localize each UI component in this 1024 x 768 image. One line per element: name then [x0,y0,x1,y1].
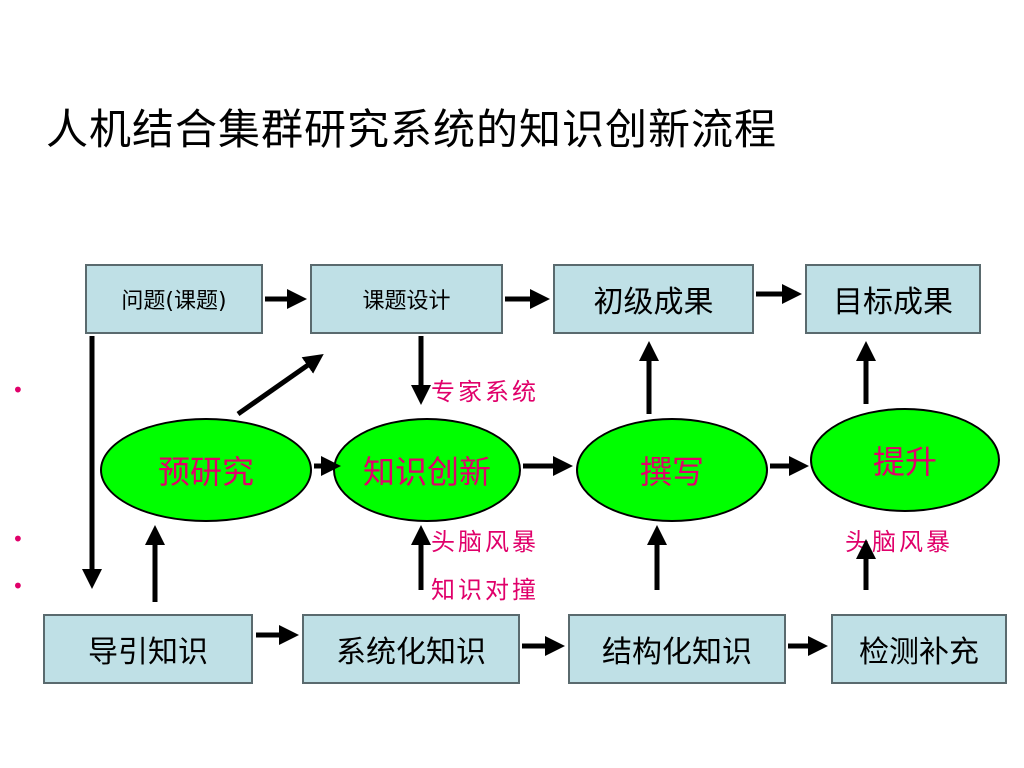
box-structured-knowledge: 结构化知识 [568,614,786,684]
page-title: 人机结合集群研究系统的知识创新流程 [46,105,778,154]
oval-pre-research: 预研究 [100,418,312,522]
oval-writing: 撰写 [576,418,768,522]
box-guiding-knowledge: 导引知识 [43,614,253,684]
note-brainstorm: 头脑风暴 [431,528,539,556]
box-systematized-knowledge: 系统化知识 [302,614,520,684]
box-problem: 问题(课题) [85,264,263,334]
note-expert-system: 专家系统 [431,378,539,406]
bullet-3: • [12,574,24,598]
box-detection-supplement: 检测补充 [831,614,1007,684]
box-initial-results: 初级成果 [553,264,754,334]
note-knowledge-collision: 知识对撞 [431,576,539,604]
box-target-results: 目标成果 [805,264,981,334]
arrow-preresearch-to-design [236,353,324,417]
bullet-2: • [12,527,24,551]
box-topic-design: 课题设计 [310,264,503,334]
oval-enhancement: 提升 [810,408,1000,512]
bullet-1: • [12,378,24,402]
